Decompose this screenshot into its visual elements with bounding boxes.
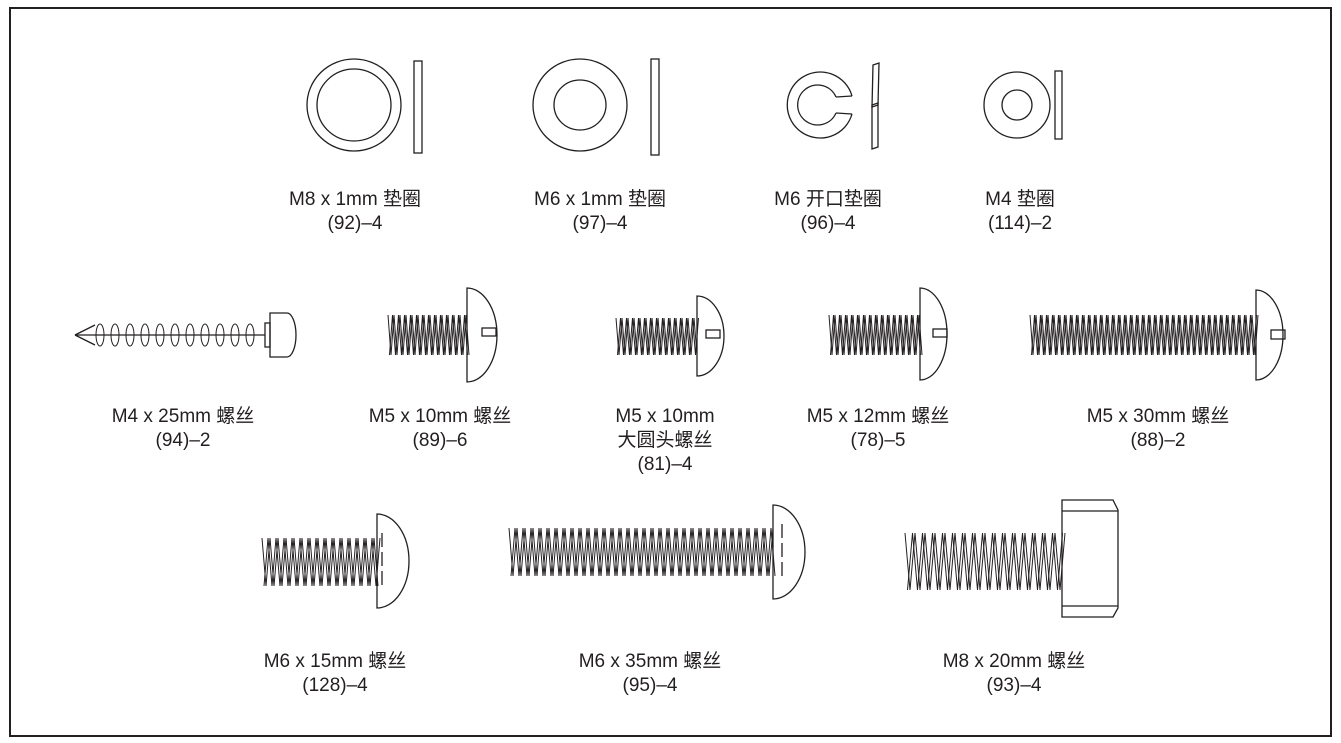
part-code: (88)–2 <box>1130 430 1186 451</box>
thread-lines <box>907 532 1063 591</box>
part-code: (92)–4 <box>327 213 383 234</box>
coil-turn <box>95 323 105 347</box>
label-bolt-m8x20: M8 x 20mm 螺丝 (93)–4 <box>943 650 1086 698</box>
part-code: (97)–4 <box>572 213 628 234</box>
coil-turn <box>245 323 255 347</box>
label-screw-m5x10: M5 x 10mm 螺丝 (89)–6 <box>369 405 512 453</box>
screw-m5x10-large-drawing <box>615 295 725 377</box>
thread-lines <box>263 537 381 587</box>
part-name: M8 x 20mm 螺丝 <box>942 651 1086 672</box>
part-code: (93)–4 <box>986 675 1042 696</box>
thread-lines <box>389 314 468 356</box>
part-code: (81)–4 <box>637 454 693 475</box>
part-name: M4 垫圈 <box>985 189 1055 210</box>
thread-lines <box>904 532 1066 591</box>
coil-turn <box>200 323 210 347</box>
coil-turn <box>125 323 135 347</box>
coil-turn <box>170 323 180 347</box>
screw-m5x10-drawing <box>387 287 498 383</box>
thread-lines <box>387 314 470 356</box>
part-code: (95)–4 <box>622 675 678 696</box>
screw-m5x30-drawing <box>1029 289 1286 381</box>
part-name: M4 x 25mm 螺丝 <box>111 406 255 427</box>
label-screw-m5x12: M5 x 12mm 螺丝 (78)–5 <box>807 405 950 453</box>
label-split-washer-m6: M6 开口垫圈 (96)–4 <box>774 188 882 236</box>
thread-lines <box>510 527 776 577</box>
coil-turn <box>185 323 195 347</box>
screw-m6x15-drawing <box>261 513 410 609</box>
screw-m6x35-drawing <box>508 504 806 600</box>
washer-m4-drawing <box>983 70 1063 140</box>
label-screw-m4x25: M4 x 25mm 螺丝 (94)–2 <box>112 405 255 453</box>
part-code: (96)–4 <box>800 213 856 234</box>
part-name: M5 x 10mm 螺丝 <box>368 406 512 427</box>
coil-turn <box>230 323 240 347</box>
coil-turn <box>110 323 120 347</box>
label-washer-m4: M4 垫圈 (114)–2 <box>985 188 1055 236</box>
part-code: (128)–4 <box>302 675 368 696</box>
part-name: M8 x 1mm 垫圈 <box>289 189 421 210</box>
bolt-m8x20-drawing <box>904 499 1119 618</box>
washer-m8-drawing <box>306 58 423 154</box>
coil-turn <box>155 323 165 347</box>
label-washer-m6: M6 x 1mm 垫圈 (97)–4 <box>534 188 666 236</box>
split-washer-m6-drawing <box>786 62 880 150</box>
part-name: M6 x 1mm 垫圈 <box>534 189 666 210</box>
part-name-line2: 大圆头螺丝 <box>617 430 713 451</box>
thread-lines <box>617 317 699 356</box>
thread-lines <box>615 317 698 356</box>
thread-lines <box>830 314 921 356</box>
screw-m4x25-drawing <box>74 312 297 358</box>
diagram-frame <box>9 7 1332 737</box>
part-code: (94)–2 <box>155 430 211 451</box>
part-name: M6 x 35mm 螺丝 <box>578 651 722 672</box>
label-washer-m8: M8 x 1mm 垫圈 (92)–4 <box>289 188 421 236</box>
part-name: M6 开口垫圈 <box>774 189 882 210</box>
label-screw-m6x15: M6 x 15mm 螺丝 (128)–4 <box>264 650 407 698</box>
washer-m6-drawing <box>532 58 660 156</box>
coil-turn <box>215 323 225 347</box>
part-name: M6 x 15mm 螺丝 <box>263 651 407 672</box>
part-code: (89)–6 <box>412 430 468 451</box>
thread-lines <box>1031 314 1257 356</box>
part-name: M5 x 10mm <box>615 406 715 427</box>
part-name: M5 x 30mm 螺丝 <box>1086 406 1230 427</box>
thread-lines <box>261 537 379 587</box>
label-screw-m5x10-large: M5 x 10mm 大圆头螺丝 (81)–4 <box>615 405 714 477</box>
coil-turn <box>140 323 150 347</box>
part-code: (78)–5 <box>850 430 906 451</box>
label-screw-m6x35: M6 x 35mm 螺丝 (95)–4 <box>579 650 722 698</box>
screw-m5x12-drawing <box>828 287 948 381</box>
part-name: M5 x 12mm 螺丝 <box>806 406 950 427</box>
label-screw-m5x30: M5 x 30mm 螺丝 (88)–2 <box>1087 405 1230 453</box>
thread-lines <box>508 527 774 577</box>
part-code: (114)–2 <box>987 213 1053 234</box>
